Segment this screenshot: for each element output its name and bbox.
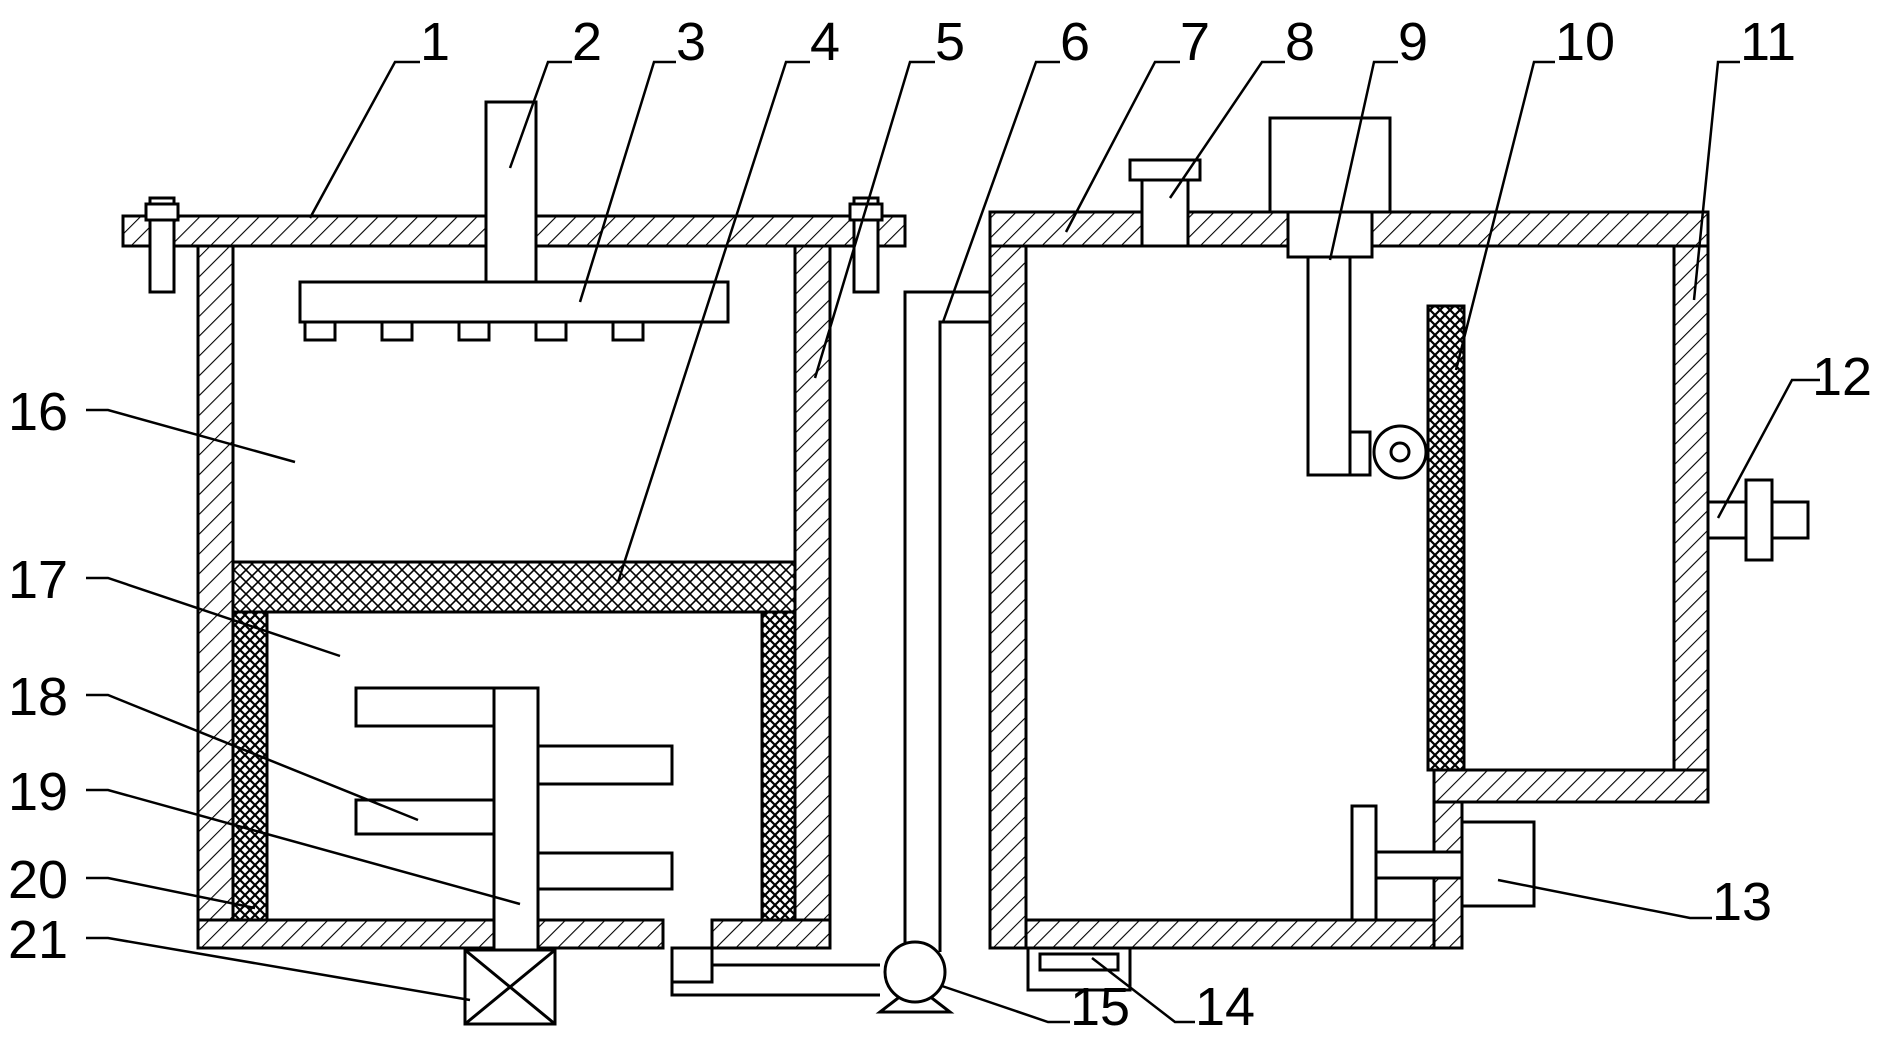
left-tank-outlet [670,946,714,984]
label-3: 3 [676,12,706,72]
label-2: 2 [572,12,602,72]
drain-slot [1038,952,1120,972]
label-20: 20 [8,850,68,910]
right-tank-wall-upper [1672,244,1710,772]
label-21: 21 [8,910,68,970]
label-16: 16 [8,382,68,442]
spray-pipe [484,100,538,284]
circulation-pump [883,940,947,1004]
nozzle [380,320,414,342]
inlet-neck [1140,178,1190,248]
stirring-blade [354,798,496,836]
label-5: 5 [935,12,965,72]
left-tank-wall-left [196,244,235,950]
left-tank-bottom-a [196,918,665,950]
label-10: 10 [1555,12,1615,72]
liner-right [760,610,797,922]
left-tank [121,100,907,1026]
label-4: 4 [810,12,840,72]
right-tank [988,116,1810,992]
outlet-pipe-outer [670,948,880,997]
left-tank-bottom-b [710,918,832,950]
outlet-pipe-inner [710,948,880,967]
filter-plate [1426,304,1466,772]
nozzle [611,320,645,342]
label-12: 12 [1812,347,1872,407]
labels: 1 2 3 4 5 6 7 8 9 10 11 12 13 14 15 16 1… [8,12,1872,1037]
connecting-pipes [670,290,990,1014]
bolt-left-head [144,202,180,222]
baffle-drive [1460,820,1536,908]
label-17: 17 [8,550,68,610]
label-8: 8 [1285,12,1315,72]
stirring-blade [536,744,674,786]
label-1: 1 [420,12,450,72]
filter-screen [231,560,797,614]
stirring-blade [354,686,496,728]
label-15: 15 [1070,977,1130,1037]
riser-pipe [903,290,990,952]
baffle-rod [1374,850,1464,880]
label-19: 19 [8,762,68,822]
leader-lines [86,60,1820,1024]
spray-head [298,280,730,324]
baffle-plate [1350,804,1378,922]
drive-motor [1268,116,1392,214]
label-9: 9 [1398,12,1428,72]
right-tank-ledge [1432,768,1710,804]
stirring-shaft [492,686,540,952]
stirring-blade [536,851,674,891]
motor-mount [1286,210,1374,259]
liner-left [231,610,269,922]
nozzle [457,320,491,342]
roller-housing [1348,430,1372,477]
outlet-flange [1744,478,1774,562]
label-11: 11 [1740,12,1796,72]
label-13: 13 [1712,872,1772,932]
left-tank-wall-right [793,244,832,950]
label-6: 6 [1060,12,1090,72]
label-7: 7 [1180,12,1210,72]
nozzle [534,320,568,342]
nozzle [303,320,337,342]
label-14: 14 [1195,977,1255,1037]
roller-hub [1389,441,1411,463]
right-tank-wall-left [988,244,1028,950]
label-18: 18 [8,667,68,727]
right-tank-bottom [1024,918,1436,950]
motor-cross [464,948,556,1026]
drive-arm [1306,257,1352,477]
